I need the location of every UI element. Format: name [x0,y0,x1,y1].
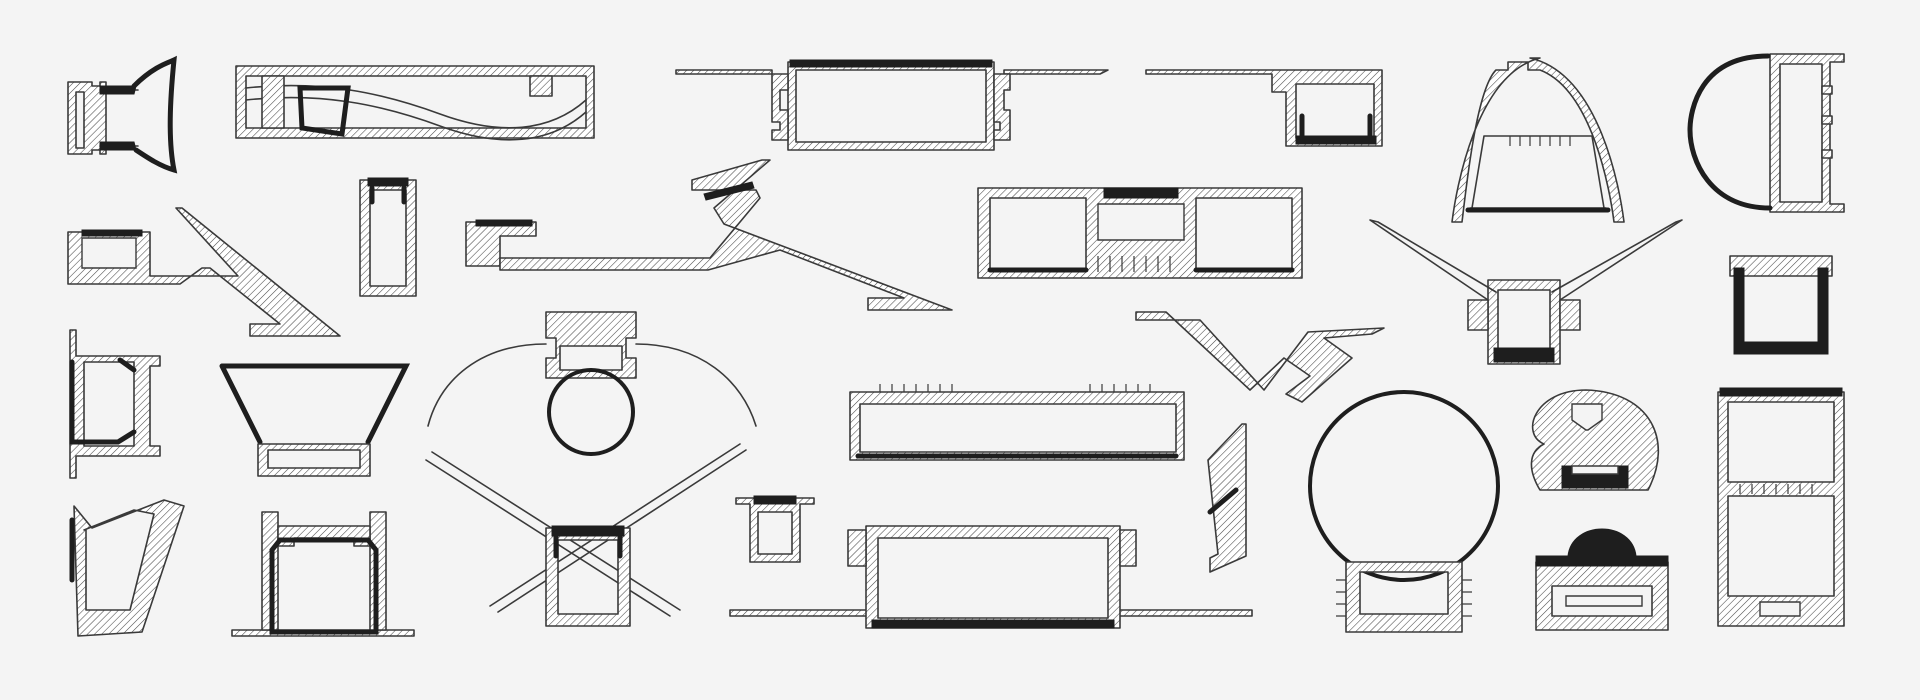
profile-long-angled [465,159,953,311]
profile-dome-cap [1535,528,1669,631]
profile-round-side [1687,53,1845,213]
profile-recessed-wide-2 [729,525,1253,629]
profile-c-clip [69,329,161,479]
profile-wave-cover [235,65,595,141]
profile-round-finned [1308,390,1500,633]
profile-step-edge [1145,69,1383,147]
profile-diagonal-strip [1135,311,1385,403]
profile-tall-pendant [1717,387,1845,627]
profile-trapezoid [219,363,411,477]
profile-arch-pendant [1451,57,1625,223]
profile-cross-arms [425,443,747,627]
profile-angled-small [1207,423,1247,573]
profile-v-wings [1369,219,1683,365]
profile-pendant-arc [427,311,757,456]
profile-u-clip-small [1729,255,1833,355]
profile-mini-square [735,495,815,563]
profile-wedge [69,499,185,637]
profile-angled-wing [67,207,341,337]
profile-round-dome [1530,389,1660,491]
profile-narrow-u [359,177,417,297]
profile-recessed-wide-1 [675,59,1109,151]
profile-finned-flat [849,384,1185,461]
profile-deep-recessed [231,511,415,637]
profile-corner-reflector [67,55,178,174]
profile-double-channel [977,187,1303,279]
